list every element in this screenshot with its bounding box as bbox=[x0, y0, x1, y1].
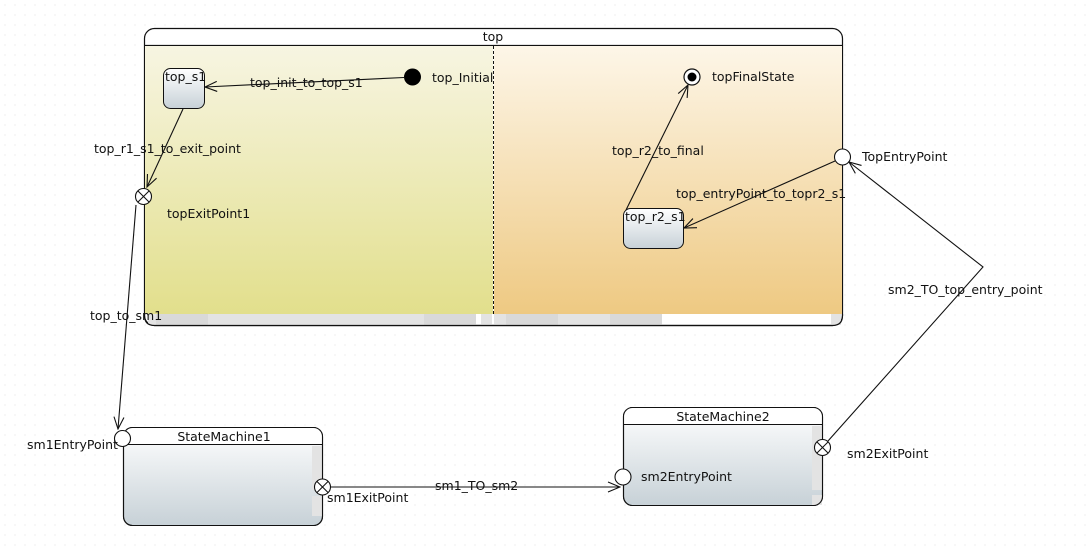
composite-state-top[interactable]: top bbox=[143, 27, 844, 327]
transition-label: top_to_sm1 bbox=[90, 308, 162, 323]
submachine-state-2[interactable]: StateMachine2 bbox=[622, 406, 824, 507]
submachine-title: StateMachine1 bbox=[177, 429, 270, 444]
initial-label: top_Initial bbox=[432, 70, 493, 85]
exit-point-label: sm2ExitPoint bbox=[847, 446, 928, 461]
submachine-title: StateMachine2 bbox=[676, 409, 769, 424]
transition-label: top_entryPoint_to_topr2_s1 bbox=[676, 186, 846, 201]
entry-point-label: sm2EntryPoint bbox=[641, 469, 732, 484]
transition-s1-to-exit-point[interactable]: top_r1_s1_to_exit_point bbox=[94, 108, 241, 187]
transition-label: sm1_TO_sm2 bbox=[435, 478, 518, 493]
initial-pseudostate[interactable]: top_Initial bbox=[404, 68, 493, 86]
transition-top-to-sm1[interactable]: top_to_sm1 bbox=[90, 204, 162, 429]
entry-point-sm1[interactable]: sm1EntryPoint bbox=[27, 429, 132, 453]
entry-point-label: TopEntryPoint bbox=[861, 149, 947, 164]
state-top-r2-s1[interactable]: top_r2_s1 bbox=[623, 208, 686, 249]
exit-point-top[interactable]: topExitPoint1 bbox=[134, 187, 251, 222]
state-top-s1[interactable]: top_s1 bbox=[163, 68, 207, 109]
entry-point-label: sm1EntryPoint bbox=[27, 437, 118, 452]
transition-label: top_r2_to_final bbox=[612, 143, 704, 158]
transition-label: top_r1_s1_to_exit_point bbox=[94, 141, 241, 156]
final-state[interactable]: topFinalState bbox=[683, 68, 795, 86]
entry-point-top[interactable]: TopEntryPoint bbox=[833, 148, 948, 166]
horizontal-scrollbar-region-1[interactable] bbox=[148, 314, 492, 325]
exit-point-label: topExitPoint1 bbox=[167, 206, 250, 221]
region-2[interactable] bbox=[494, 46, 842, 314]
entry-point-sm2[interactable]: sm2EntryPoint bbox=[614, 468, 732, 486]
transition-sm1-to-sm2[interactable]: sm1_TO_sm2 bbox=[331, 478, 620, 493]
transition-sm2-to-top-entry[interactable]: sm2_TO_top_entry_point bbox=[827, 162, 1043, 442]
final-state-label: topFinalState bbox=[712, 69, 795, 84]
exit-point-sm2[interactable]: sm2ExitPoint bbox=[813, 438, 929, 462]
transition-init-to-s1[interactable]: top_init_to_top_s1 bbox=[205, 75, 405, 90]
transition-entry-to-r2s1[interactable]: top_entryPoint_to_topr2_s1 bbox=[676, 160, 846, 228]
composite-state-title: top bbox=[483, 29, 504, 44]
submachine-state-1[interactable]: StateMachine1 bbox=[122, 426, 324, 527]
transition-label: sm2_TO_top_entry_point bbox=[888, 282, 1043, 297]
horizontal-scrollbar-region-2[interactable] bbox=[494, 314, 841, 325]
transition-r2-to-final[interactable]: top_r2_to_final bbox=[612, 85, 704, 211]
vertical-scrollbar[interactable] bbox=[812, 426, 822, 490]
exit-point-sm1[interactable]: sm1ExitPoint bbox=[313, 478, 409, 505]
exit-point-label: sm1ExitPoint bbox=[327, 490, 408, 505]
vertical-scrollbar[interactable] bbox=[312, 446, 322, 490]
state-label: top_r2_s1 bbox=[625, 209, 686, 224]
state-label: top_s1 bbox=[165, 69, 206, 84]
transition-label: top_init_to_top_s1 bbox=[250, 75, 363, 90]
